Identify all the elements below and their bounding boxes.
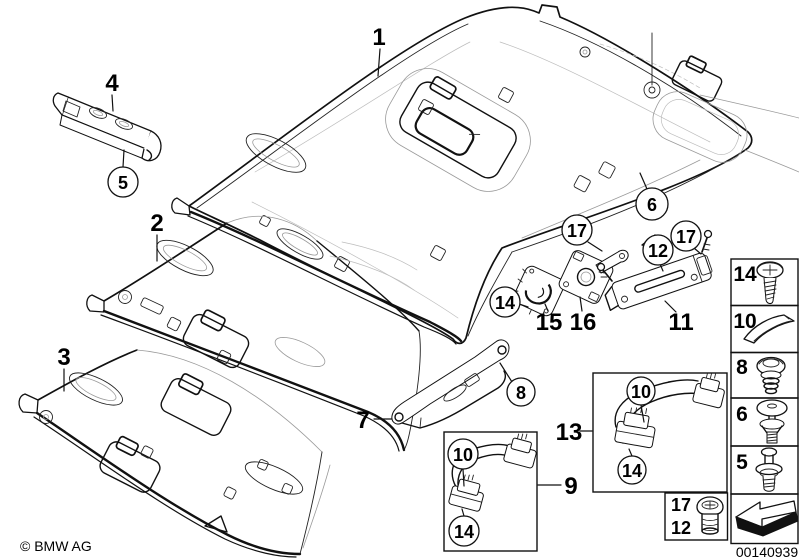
svg-text:10: 10 xyxy=(631,382,651,402)
part-label-16: 16 xyxy=(570,309,597,336)
sidebar-label-10: 10 xyxy=(733,310,756,333)
disc-fastener-icon xyxy=(756,399,788,444)
sidebar-label-6: 6 xyxy=(736,403,748,426)
grommet-inset-box xyxy=(664,492,729,541)
rail-bracket-part11 xyxy=(596,229,713,312)
mounting-rail-part4 xyxy=(52,92,162,162)
part-label-13: 13 xyxy=(556,419,583,446)
svg-text:6: 6 xyxy=(647,195,657,215)
sidebar-label-8: 8 xyxy=(736,356,748,379)
leader-lines xyxy=(63,48,702,517)
part-label-11: 11 xyxy=(668,309,693,336)
part-label-2: 2 xyxy=(150,210,163,237)
callout-12: 12 xyxy=(642,234,674,266)
panel1-visor-tab xyxy=(171,197,191,216)
panel3-cutout-b xyxy=(99,435,161,493)
sidebar-label-5: 5 xyxy=(736,451,748,474)
panel3-visor-tab xyxy=(18,393,39,414)
panel1-rear-cutout xyxy=(671,55,723,102)
grab-handle-9 xyxy=(448,433,537,512)
callout-14-box9: 14 xyxy=(448,515,480,547)
headliner-panel-3 xyxy=(18,349,331,558)
part-label-15: 15 xyxy=(536,309,563,336)
part-label-7: 7 xyxy=(356,407,369,434)
part-label-3: 3 xyxy=(57,344,70,371)
svg-text:12: 12 xyxy=(648,241,668,261)
svg-text:14: 14 xyxy=(622,461,642,481)
callout-5: 5 xyxy=(107,166,139,198)
svg-text:10: 10 xyxy=(453,445,473,465)
sidebar-label-14: 14 xyxy=(733,263,757,286)
svg-text:14: 14 xyxy=(454,522,474,542)
inset-label-12: 12 xyxy=(671,518,691,538)
direction-arrow-icon xyxy=(735,500,799,537)
svg-text:17: 17 xyxy=(567,221,587,241)
panel2-sunroof-cutout xyxy=(182,309,250,369)
screw-icon xyxy=(756,261,784,304)
callout-17-left: 17 xyxy=(561,214,593,246)
part-label-1: 1 xyxy=(372,24,385,51)
panel1-handle-recess xyxy=(245,133,307,173)
callout-10-box9: 10 xyxy=(447,438,479,470)
fastener-sidebar xyxy=(730,258,799,545)
headliner-panel-1 xyxy=(171,4,799,345)
callout-17-right: 17 xyxy=(670,220,702,252)
svg-text:5: 5 xyxy=(118,173,128,193)
grab-handle-13 xyxy=(614,372,725,449)
svg-text:17: 17 xyxy=(676,227,696,247)
callout-14-main: 14 xyxy=(489,286,521,318)
callout-6: 6 xyxy=(635,187,669,221)
grommet-icon xyxy=(696,496,724,535)
svg-text:8: 8 xyxy=(516,383,526,403)
panel2-visor-tab xyxy=(86,294,105,313)
wedge-pad-icon xyxy=(743,314,795,344)
headliner-panel-2 xyxy=(86,215,421,452)
inset-label-17: 17 xyxy=(671,495,691,515)
panel3-cutout-a xyxy=(160,373,232,436)
callout-14-box13: 14 xyxy=(617,455,647,485)
callout-8: 8 xyxy=(506,377,536,407)
retainer-plate-part15 xyxy=(513,265,565,317)
part-label-9: 9 xyxy=(564,473,577,500)
callout-10-box13: 10 xyxy=(626,376,656,406)
bracket-part7 xyxy=(391,339,510,429)
panel1-sunroof-cutout xyxy=(385,68,531,192)
grab-handle-box-9 xyxy=(443,431,538,552)
svg-text:14: 14 xyxy=(495,293,515,313)
flanged-bolt-icon xyxy=(756,356,786,395)
grab-handle-box-13 xyxy=(592,372,728,493)
copyright-text: © BMW AG xyxy=(20,538,92,554)
expansion-rivet-icon xyxy=(755,447,783,492)
part-label-4: 4 xyxy=(105,70,119,97)
doc-number: 00140939 xyxy=(736,544,799,559)
